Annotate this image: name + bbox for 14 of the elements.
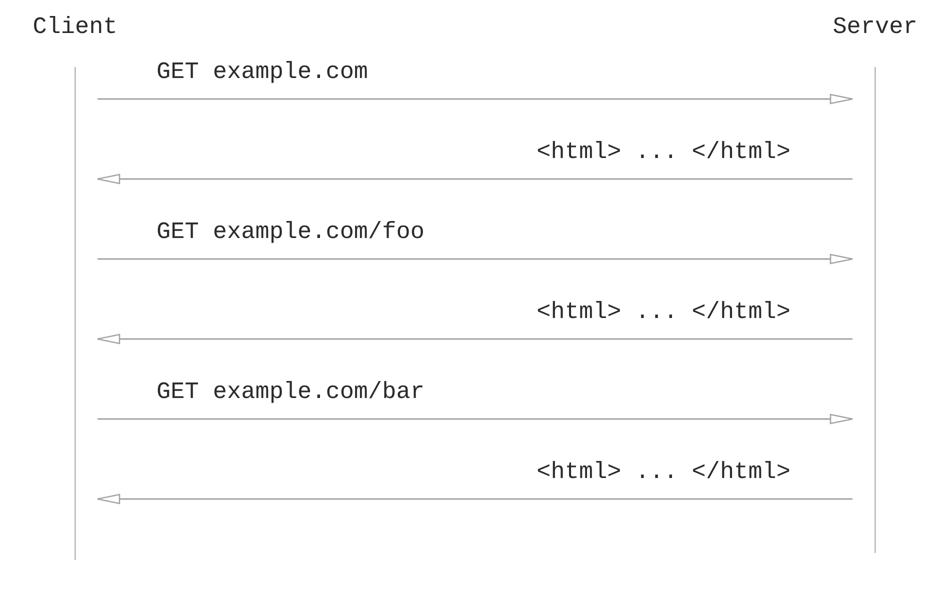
message-label: <html> ... </html> xyxy=(536,459,790,486)
message-label: GET example.com/foo xyxy=(156,219,424,246)
message-arrow xyxy=(98,254,854,264)
message-label: GET example.com xyxy=(156,59,368,86)
message-label: GET example.com/bar xyxy=(156,379,424,406)
message-arrow xyxy=(98,414,854,424)
message-label: <html> ... </html> xyxy=(536,299,790,326)
message-label: <html> ... </html> xyxy=(536,139,790,166)
participant-label: Server xyxy=(832,14,918,41)
message-arrow xyxy=(96,174,852,184)
message-arrow xyxy=(98,94,854,104)
message-arrow xyxy=(96,334,852,344)
message-arrow xyxy=(96,494,852,504)
participant-label: Client xyxy=(32,14,118,41)
